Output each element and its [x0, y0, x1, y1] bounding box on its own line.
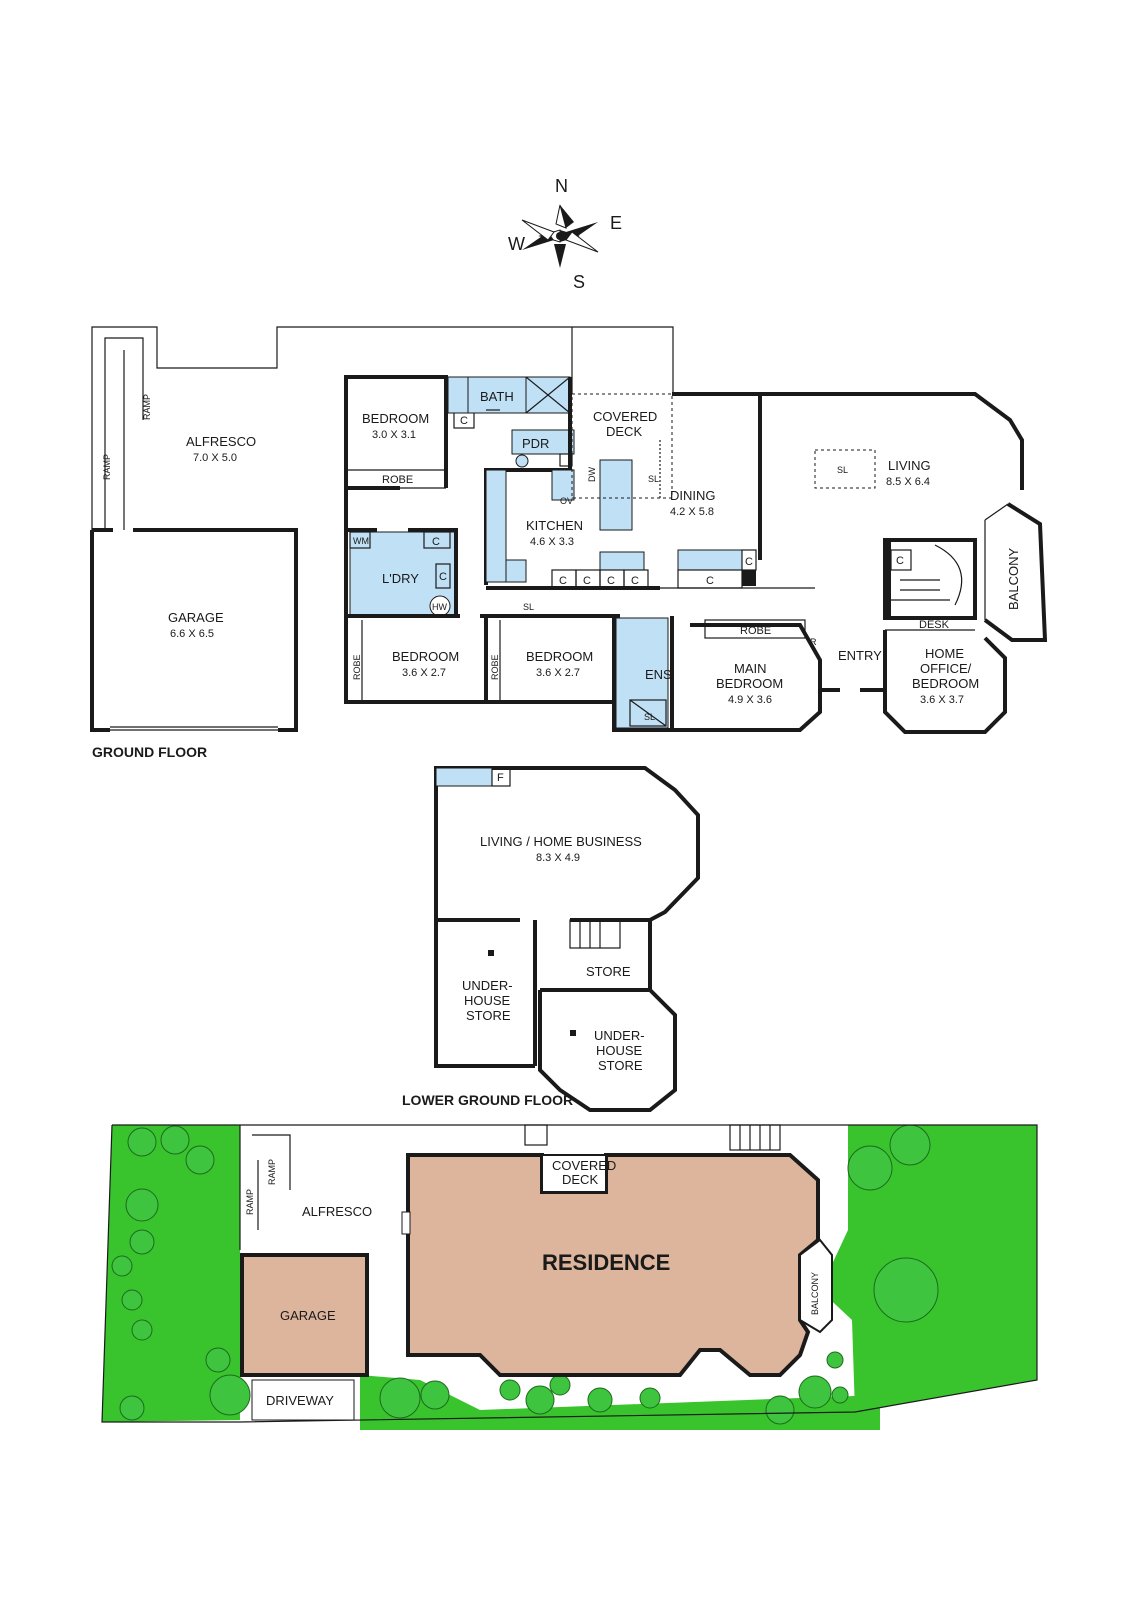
- site-balcony-label: BALCONY: [810, 1272, 820, 1315]
- compass-s: S: [573, 272, 585, 292]
- underhouse2-line1: UNDER-: [594, 1028, 645, 1043]
- kitchen-c4: C: [631, 575, 639, 587]
- main-bedroom-line2: BEDROOM: [716, 676, 783, 691]
- underhouse1-line1: UNDER-: [462, 978, 513, 993]
- site-garage-label: GARAGE: [280, 1308, 336, 1323]
- stair-c: C: [896, 555, 904, 567]
- cupboard-c-1: C: [460, 415, 468, 427]
- living-dim: 8.5 X 6.4: [886, 476, 930, 488]
- main-bedroom-dim: 4.9 X 3.6: [728, 694, 772, 706]
- lower-f: F: [497, 772, 504, 784]
- front-shrubs: [379, 1374, 832, 1425]
- compass-rose-icon: [521, 204, 599, 268]
- garage-name: GARAGE: [168, 610, 224, 625]
- ensuite-name: ENS: [645, 667, 672, 682]
- trees-left: [111, 1125, 251, 1421]
- dining-name: DINING: [670, 488, 716, 503]
- site-ramp-label-2: RAMP: [245, 1189, 255, 1215]
- dining-dim: 4.2 X 5.8: [670, 506, 714, 518]
- ramp-label-2: RAMP: [102, 454, 112, 480]
- kitchen-name: KITCHEN: [526, 518, 583, 533]
- covered-deck-line1: COVERED: [593, 409, 657, 424]
- living-sl: SL: [837, 465, 848, 475]
- kitchen-c1: C: [559, 575, 567, 587]
- bedroom2-dim: 3.6 X 2.7: [402, 667, 446, 679]
- hall-sl: SL: [523, 602, 534, 612]
- dining-c2: C: [745, 556, 753, 568]
- underhouse1-line3: STORE: [466, 1008, 511, 1023]
- kitchen-ov: OV: [560, 496, 573, 506]
- lower-living-name: LIVING / HOME BUSINESS: [480, 834, 642, 849]
- bedroom1-dim: 3.0 X 3.1: [372, 429, 416, 441]
- trees-right: [826, 1124, 939, 1404]
- robe-label-4: ROBE: [740, 625, 771, 637]
- garage-dim: 6.6 X 6.5: [170, 628, 214, 640]
- covered-deck-line2: DECK: [606, 424, 642, 439]
- living-name: LIVING: [888, 458, 931, 473]
- lower-store-name: STORE: [586, 964, 631, 979]
- site-covered-deck-line2: DECK: [562, 1172, 598, 1187]
- residence-label: RESIDENCE: [542, 1250, 670, 1275]
- desk-label: DESK: [919, 619, 950, 631]
- compass-e: E: [610, 213, 622, 233]
- ground-floor-plan: [90, 326, 1048, 734]
- bedroom3-dim: 3.6 X 2.7: [536, 667, 580, 679]
- bedroom1-name: BEDROOM: [362, 411, 429, 426]
- kitchen-c3: C: [607, 575, 615, 587]
- site-ramp-label-1: RAMP: [267, 1159, 277, 1185]
- entry-name: ENTRY: [838, 648, 882, 663]
- kitchen-c2: C: [583, 575, 591, 587]
- dining-sl: SL: [648, 474, 659, 484]
- ensuite-sl: SL: [644, 712, 655, 722]
- kitchen-dw: DW: [587, 467, 597, 482]
- pdr-name: PDR: [522, 436, 549, 451]
- kitchen-dim: 4.6 X 3.3: [530, 536, 574, 548]
- robe-label-3: ROBE: [490, 654, 500, 680]
- bedroom2-name: BEDROOM: [392, 649, 459, 664]
- laundry-c2: C: [439, 571, 447, 583]
- laundry-c1: C: [432, 536, 440, 548]
- bedroom3-name: BEDROOM: [526, 649, 593, 664]
- laundry-wm: WM: [353, 536, 369, 546]
- balcony-label: BALCONY: [1006, 548, 1021, 610]
- laundry-hw: HW: [432, 602, 447, 612]
- alfresco-dim: 7.0 X 5.0: [193, 452, 237, 464]
- alfresco-name: ALFRESCO: [186, 434, 256, 449]
- underhouse1-line2: HOUSE: [464, 993, 511, 1008]
- compass-w: W: [508, 234, 525, 254]
- home-office-line1: HOME: [925, 646, 964, 661]
- ramp-label-1: RAMP: [142, 394, 152, 420]
- site-plan: [101, 1124, 1038, 1430]
- main-bedroom-r: R: [810, 637, 817, 647]
- underhouse2-line3: STORE: [598, 1058, 643, 1073]
- site-alfresco-label: ALFRESCO: [302, 1204, 372, 1219]
- robe-label-2: ROBE: [352, 654, 362, 680]
- lower-living-dim: 8.3 X 4.9: [536, 852, 580, 864]
- laundry-name: L'DRY: [382, 571, 419, 586]
- compass-n: N: [555, 176, 568, 196]
- site-covered-deck-line1: COVERED: [552, 1158, 616, 1173]
- lower-ground-floor-title: LOWER GROUND FLOOR: [402, 1092, 573, 1108]
- bath-name: BATH: [480, 389, 514, 404]
- lower-ground-floor-plan: [434, 766, 700, 1112]
- home-office-line2: OFFICE/: [920, 661, 972, 676]
- underhouse2-line2: HOUSE: [596, 1043, 643, 1058]
- main-bedroom-line1: MAIN: [734, 661, 767, 676]
- home-office-line3: BEDROOM: [912, 676, 979, 691]
- robe-label-1: ROBE: [382, 474, 413, 486]
- driveway-label: DRIVEWAY: [266, 1393, 334, 1408]
- home-office-dim: 3.6 X 3.7: [920, 694, 964, 706]
- ground-floor-title: GROUND FLOOR: [92, 744, 207, 760]
- dining-c1: C: [706, 575, 714, 587]
